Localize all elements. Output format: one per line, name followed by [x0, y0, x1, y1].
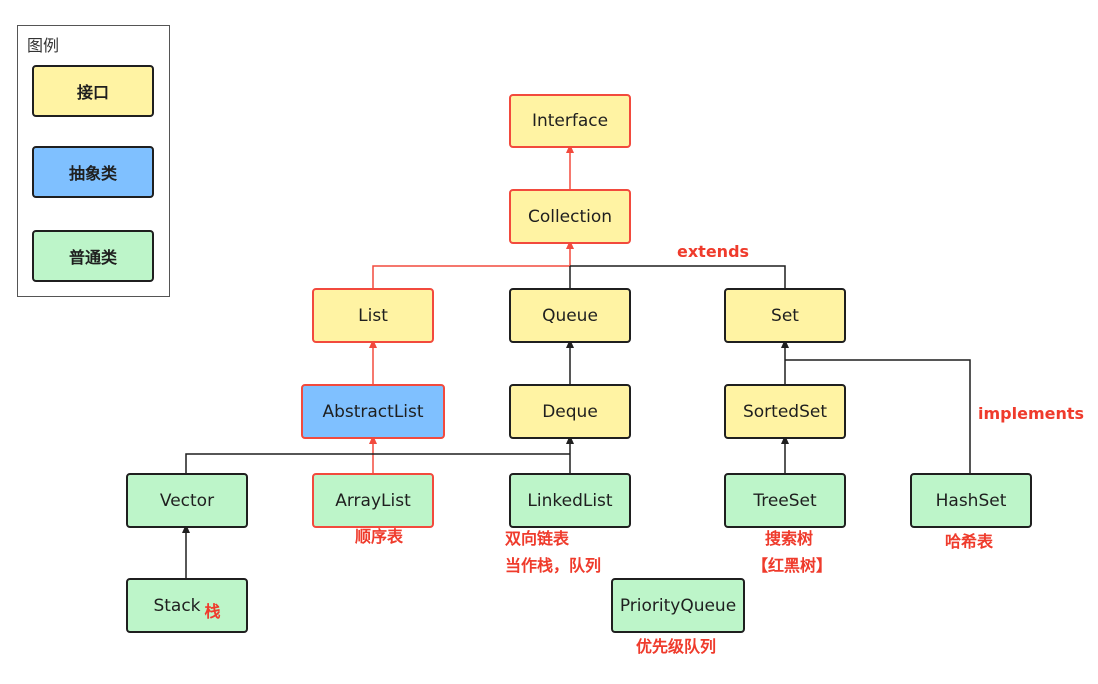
- node-arraylist: ArrayList: [312, 473, 434, 528]
- node-interface: Interface: [509, 94, 631, 148]
- edge-set-collection: [570, 265, 786, 288]
- node-vector: Vector: [126, 473, 248, 528]
- legend-interface: 接口: [32, 65, 154, 117]
- note-linkedlist-line2: 当作栈，队列: [505, 556, 602, 575]
- note-linkedlist-line1: 双向链表: [505, 529, 570, 548]
- edge-hashset-set: [785, 359, 971, 473]
- node-abstractlist: AbstractList: [301, 384, 445, 439]
- edge-list-collection: [372, 240, 574, 288]
- node-linkedlist: LinkedList: [509, 473, 631, 528]
- legend-abstract-class: 抽象类: [32, 146, 154, 198]
- node-list: List: [312, 288, 434, 343]
- node-hashset: HashSet: [910, 473, 1032, 528]
- node-queue: Queue: [509, 288, 631, 343]
- legend: 图例 接口 抽象类 普通类: [17, 25, 170, 297]
- edge-vector-abstractlist: [185, 453, 373, 473]
- note-arraylist: 顺序表: [355, 527, 404, 546]
- note-treeset-line2: 【红黑树】: [752, 556, 833, 575]
- note-stack: 栈: [204, 601, 221, 621]
- note-hashset: 哈希表: [945, 532, 994, 551]
- note-priorityqueue: 优先级队列: [636, 637, 717, 656]
- node-stack: Stack 栈: [126, 578, 248, 633]
- legend-title: 图例: [27, 36, 60, 55]
- node-stack-label: Stack: [153, 595, 201, 616]
- note-treeset-line1: 搜索树: [765, 529, 814, 548]
- node-sortedset: SortedSet: [724, 384, 846, 439]
- node-priorityqueue: PriorityQueue: [611, 578, 745, 633]
- note-extends: extends: [677, 242, 750, 261]
- node-deque: Deque: [509, 384, 631, 439]
- node-treeset: TreeSet: [724, 473, 846, 528]
- note-implements: implements: [978, 404, 1085, 423]
- legend-concrete-class: 普通类: [32, 230, 154, 282]
- node-collection: Collection: [509, 189, 631, 244]
- node-set: Set: [724, 288, 846, 343]
